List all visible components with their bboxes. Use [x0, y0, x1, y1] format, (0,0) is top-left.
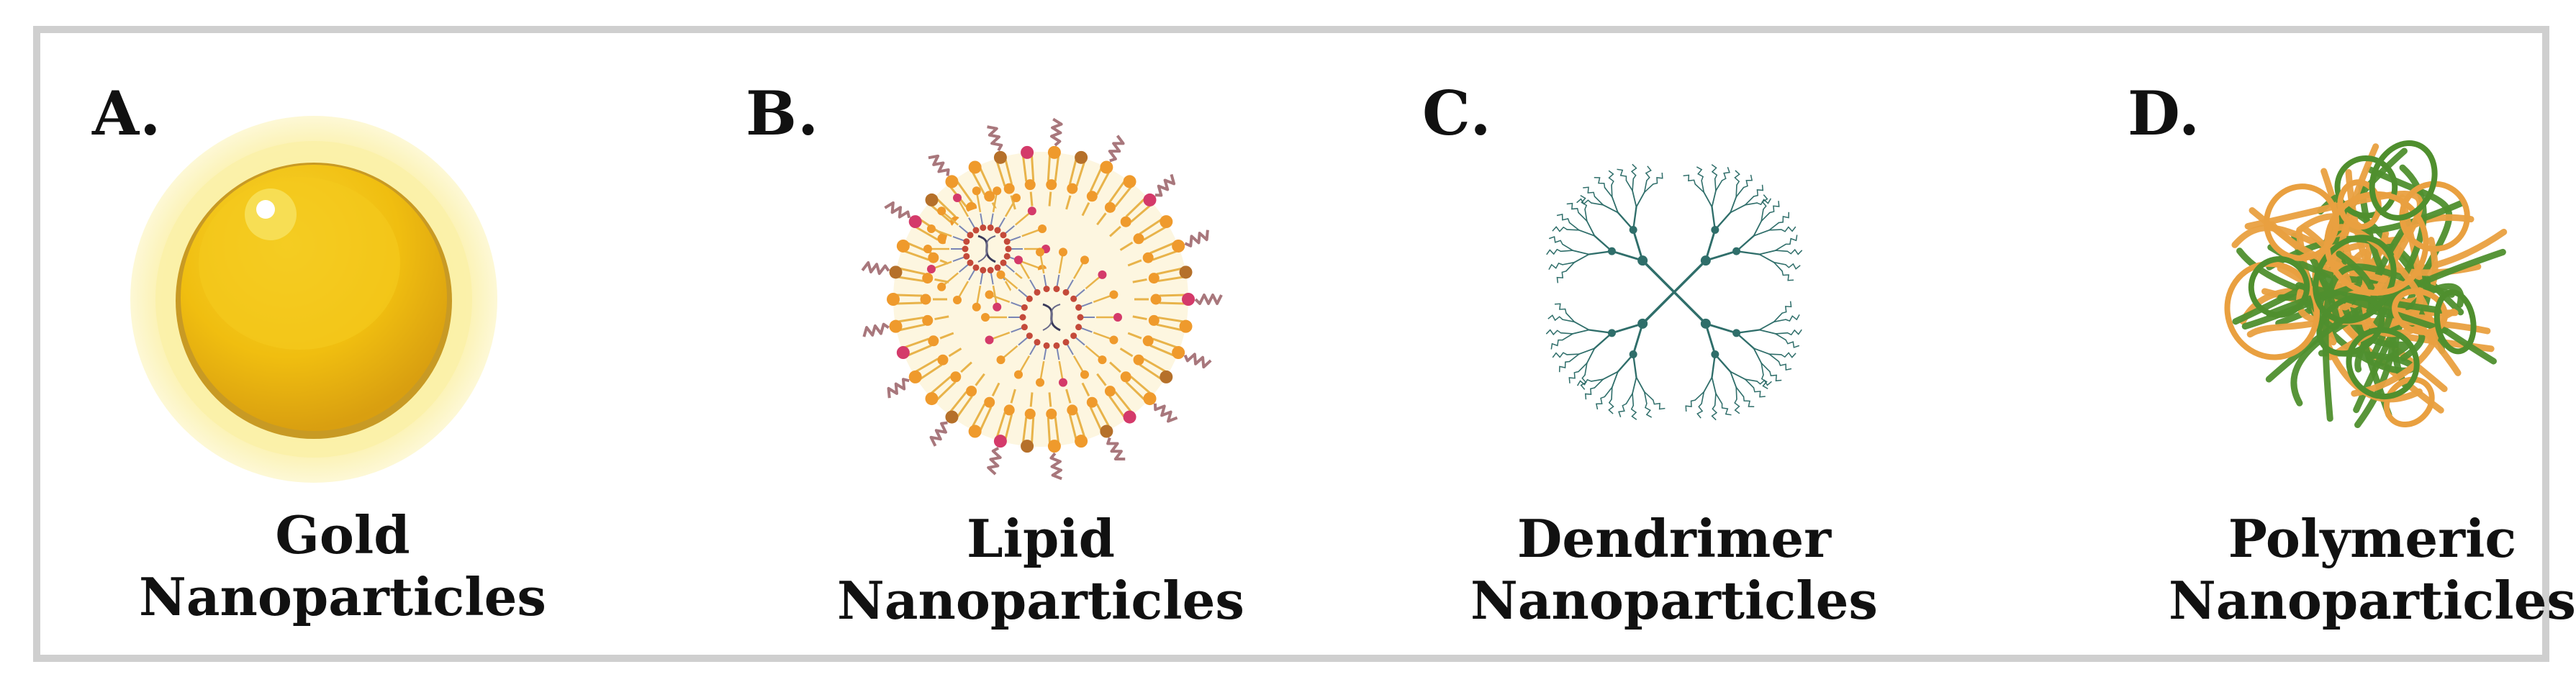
caption-lipid: Lipid Nanoparticles	[825, 508, 1257, 632]
lipid-outer-layer	[861, 117, 1223, 481]
caption-polymeric: Polymeric Nanoparticles	[2156, 508, 2576, 632]
caption-gold-line1: Gold	[275, 504, 410, 565]
polymeric-nanoparticle-illustration	[2224, 140, 2508, 429]
caption-lipid-line2: Nanoparticles	[837, 570, 1244, 632]
dendrimer-branches	[1545, 163, 1803, 421]
panel-letter-c: C.	[1422, 78, 1492, 149]
panel-letter-b: B.	[746, 78, 820, 149]
caption-lipid-line1: Lipid	[966, 508, 1115, 569]
panel-polymeric: D. Polymeric Nanoparticles	[1948, 33, 2576, 655]
polymer-strands	[2224, 140, 2508, 429]
panel-dendrimer: C. Dendrimer Nanoparticles	[1329, 33, 1948, 655]
caption-dendrimer: Dendrimer Nanoparticles	[1458, 508, 1890, 632]
caption-polymeric-line1: Polymeric	[2228, 508, 2517, 569]
panel-letter-d: D.	[2128, 78, 2201, 149]
gold-highlight	[256, 200, 275, 219]
panel-lipid: B. Lipid Nanoparticles	[666, 33, 1329, 655]
panel-letter-a: A.	[92, 78, 162, 149]
gold-nanoparticle-illustration	[130, 116, 497, 483]
caption-dendrimer-line2: Nanoparticles	[1470, 570, 1878, 632]
caption-polymeric-line2: Nanoparticles	[2169, 570, 2576, 632]
lipid-inner-vesicles	[923, 186, 1122, 387]
caption-dendrimer-line1: Dendrimer	[1517, 508, 1832, 569]
caption-gold-line2: Nanoparticles	[139, 566, 546, 628]
lipid-nanoparticle-illustration	[861, 117, 1223, 481]
figure-frame: A. Gold	[33, 26, 2576, 662]
panel-gold: A. Gold	[40, 33, 666, 655]
dendrimer-illustration	[1545, 163, 1803, 421]
caption-gold: Gold Nanoparticles	[127, 504, 559, 629]
